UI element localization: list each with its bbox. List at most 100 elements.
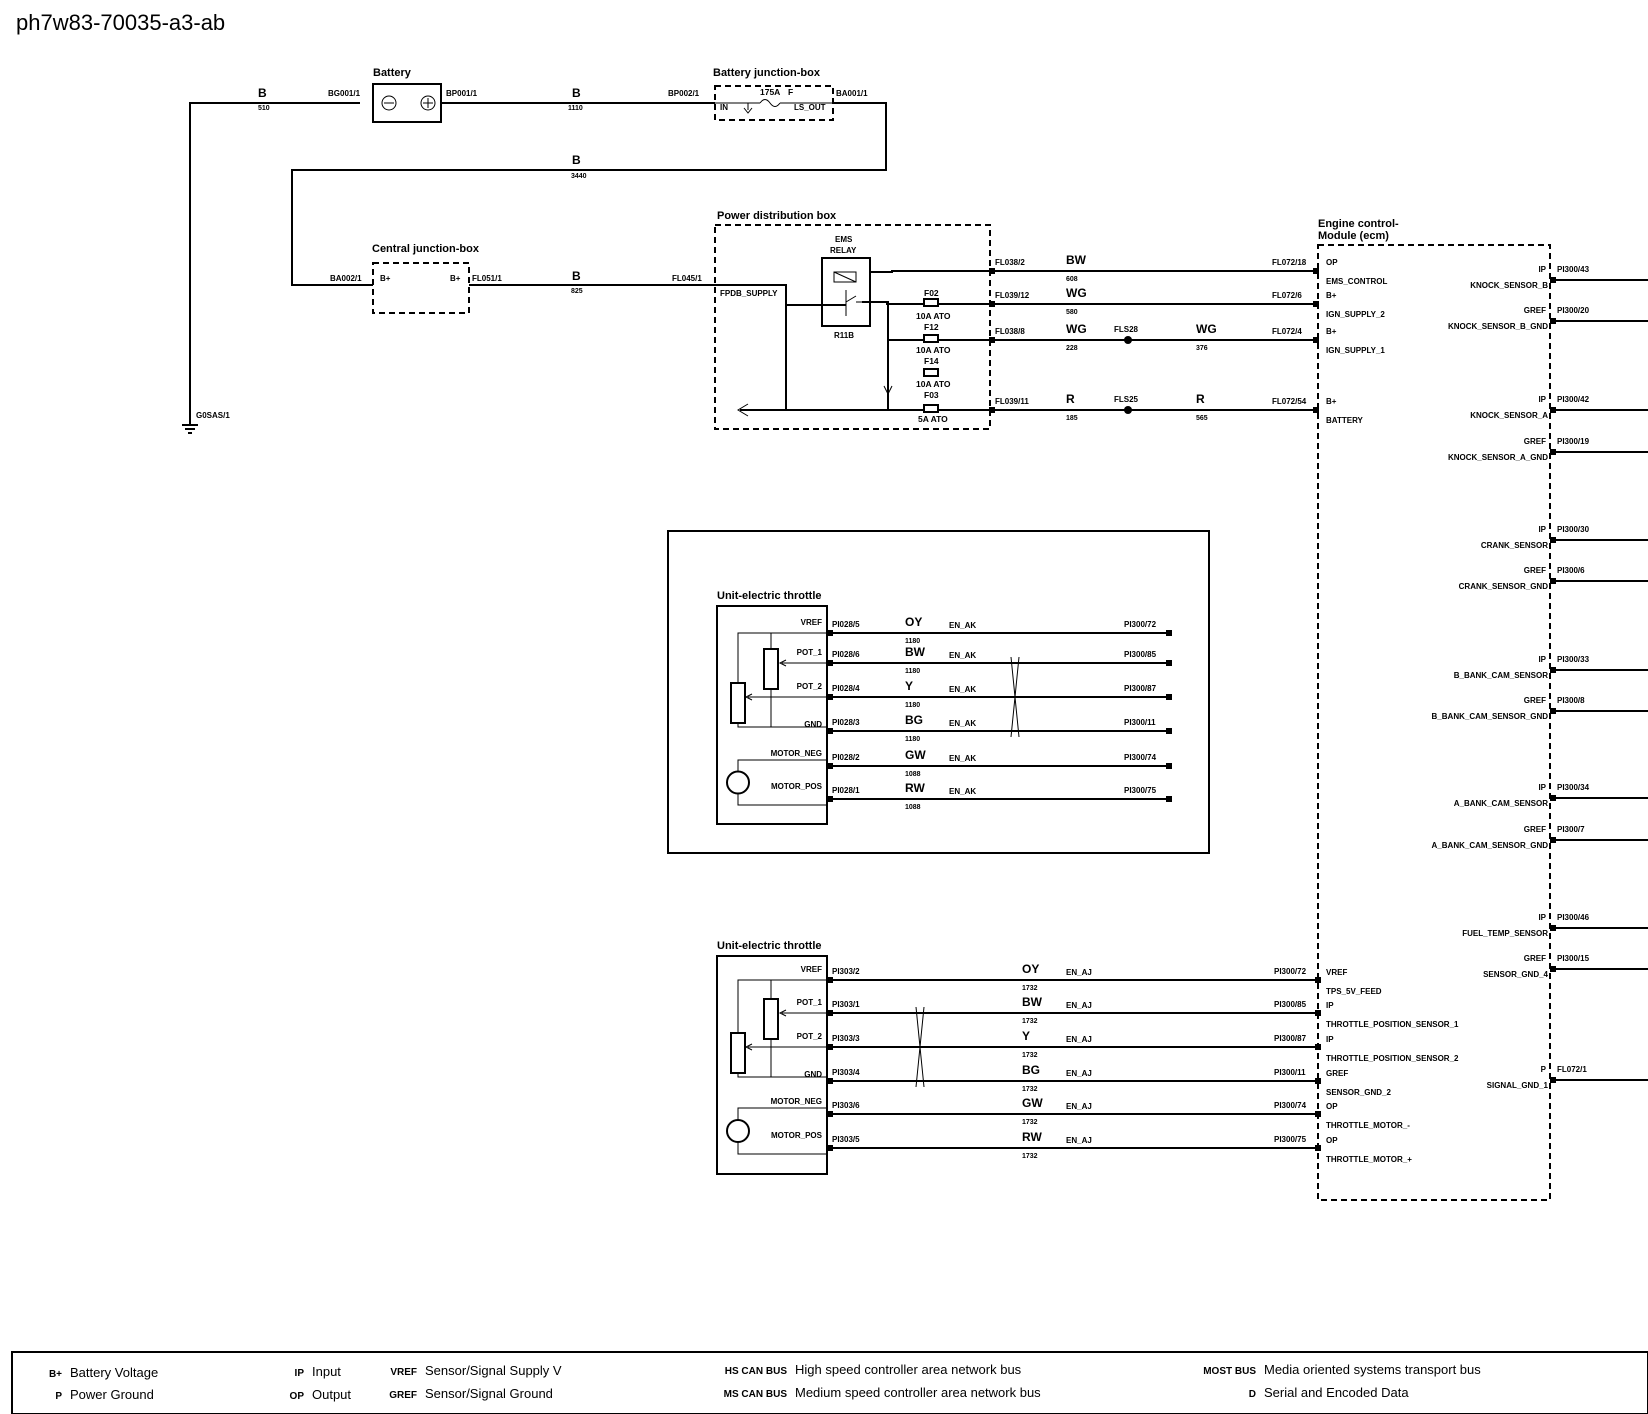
wire-color: WG — [1196, 322, 1217, 336]
wire-number: 1732 — [1022, 1052, 1038, 1059]
relay-switch-icon — [845, 290, 862, 316]
ecm-pin-type: IP — [1326, 1001, 1334, 1010]
connector-pin-icon — [1313, 268, 1319, 274]
power-distribution-box: Power distribution box FPDB_SUPPLY EMS R… — [714, 210, 991, 430]
connector-label: PI300/87 — [1124, 684, 1157, 693]
splice-label: FLS28 — [1114, 325, 1139, 334]
wire-tag: EN_AJ — [1066, 1001, 1092, 1010]
connector-label: PI300/19 — [1557, 437, 1590, 446]
ecm-pin-name: SENSOR_GND_2 — [1326, 1088, 1391, 1097]
connector-label: PI300/74 — [1274, 1101, 1307, 1110]
connector-label: PI300/43 — [1557, 265, 1590, 274]
connector-label: FL038/2 — [995, 258, 1025, 267]
connector-pin-icon — [827, 728, 833, 734]
ecm-pin-type: B+ — [1326, 291, 1337, 300]
relay-title: EMS — [835, 235, 853, 244]
legend-value: Media oriented systems transport bus — [1264, 1362, 1481, 1377]
ground-icon — [182, 415, 198, 434]
connector-label: PI028/6 — [832, 650, 860, 659]
wire-number: 1732 — [1022, 1086, 1038, 1093]
ecm-pin-name: CRANK_SENSOR — [1481, 541, 1548, 550]
fuse-icon — [715, 99, 833, 114]
connector-label: FL072/6 — [1272, 291, 1302, 300]
connector-label: PI300/74 — [1124, 753, 1157, 762]
pin-label: B+ — [380, 274, 391, 283]
ecm-pin-type: IP — [1538, 265, 1546, 274]
fuse-id: F14 — [924, 356, 939, 366]
fuse-rating: 5A ATO — [918, 414, 948, 424]
wire-color: OY — [1022, 962, 1039, 976]
fuse-id: F12 — [924, 322, 939, 332]
connector-label: PI028/2 — [832, 753, 860, 762]
connector-label: PI303/5 — [832, 1135, 860, 1144]
wire-color: Y — [1022, 1029, 1030, 1043]
arrow-icon — [744, 693, 753, 701]
relay-id: R11B — [834, 331, 854, 340]
ecm-pin-type: OP — [1326, 258, 1338, 267]
internal-wire — [737, 632, 827, 728]
wire-number: 1110 — [568, 105, 583, 112]
wire-color: B — [258, 86, 267, 100]
wire-color: BG — [1022, 1063, 1040, 1077]
throttle-box — [716, 955, 828, 1175]
connector-pin-icon — [1315, 1111, 1321, 1117]
connector-pin-icon — [827, 630, 833, 636]
connector-label: FL039/11 — [995, 397, 1029, 406]
connector-label: PI300/85 — [1124, 650, 1157, 659]
connector-label: PI300/8 — [1557, 696, 1585, 705]
pin-label: MOTOR_POS — [771, 782, 823, 791]
connector-pin-icon — [989, 407, 995, 413]
connector-label: PI300/42 — [1557, 395, 1590, 404]
pin-label: IN — [720, 103, 728, 112]
connector-label: PI303/2 — [832, 967, 860, 976]
connector-label: FL072/4 — [1272, 327, 1302, 336]
ecm-pin-type: IP — [1538, 655, 1546, 664]
connector-label: PI028/5 — [832, 620, 860, 629]
throttle-title: Unit-electric throttle — [717, 940, 822, 952]
pin-label: VREF — [801, 965, 822, 974]
wire-color: WG — [1066, 322, 1087, 336]
connector-label: PI303/1 — [832, 1000, 860, 1009]
ecm-pin-type: IP — [1538, 913, 1546, 922]
wire-tag: EN_AJ — [1066, 1069, 1092, 1078]
ecm-pin-type: OP — [1326, 1136, 1338, 1145]
ecm-pin-name: KNOCK_SENSOR_B — [1470, 281, 1548, 290]
connector-pin-icon — [827, 1044, 833, 1050]
ecm-pin-type: GREF — [1524, 825, 1546, 834]
pin-label: MOTOR_POS — [771, 1131, 823, 1140]
legend-value: Sensor/Signal Ground — [425, 1386, 553, 1401]
connector-pin-icon — [1550, 667, 1556, 673]
fuse-icon — [923, 298, 939, 413]
ecm-pin-type: P — [1541, 1065, 1547, 1074]
ecm-pin-type: VREF — [1326, 968, 1347, 977]
pin-label: MOTOR_NEG — [771, 749, 822, 758]
wire-color: B — [572, 153, 581, 167]
wire-color: R — [1066, 392, 1075, 406]
wire-color: BW — [905, 645, 926, 659]
connector-pin-icon — [1313, 301, 1319, 307]
connector-label: FL038/8 — [995, 327, 1025, 336]
connector-label: PI303/6 — [832, 1101, 860, 1110]
connector-pin-icon — [1313, 407, 1319, 413]
connector-label: PI028/3 — [832, 718, 860, 727]
ecm-pin-name: THROTTLE_POSITION_SENSOR_2 — [1326, 1054, 1459, 1063]
splice-label: FLS25 — [1114, 395, 1139, 404]
connector-pin-icon — [1550, 449, 1556, 455]
connector-pin-icon — [1550, 966, 1556, 972]
connector-label: BP002/1 — [668, 89, 700, 98]
wire-color: B — [572, 269, 581, 283]
ecm-pin-name: IGN_SUPPLY_1 — [1326, 346, 1385, 355]
internal-wire — [737, 1107, 827, 1120]
connector-pin-icon — [827, 694, 833, 700]
wire-tag: EN_AJ — [1066, 1102, 1092, 1111]
connector-pin-icon — [827, 977, 833, 983]
fuse-rating: 175A — [760, 87, 780, 97]
ecm-pin-name: B_BANK_CAM_SENSOR — [1454, 671, 1548, 680]
legend-value: High speed controller area network bus — [795, 1362, 1022, 1377]
battery-title: Battery — [373, 67, 412, 79]
ecm-pin-name: THROTTLE_MOTOR_- — [1326, 1121, 1410, 1130]
wire-number: 3440 — [571, 173, 587, 180]
connector-label: PI303/3 — [832, 1034, 860, 1043]
